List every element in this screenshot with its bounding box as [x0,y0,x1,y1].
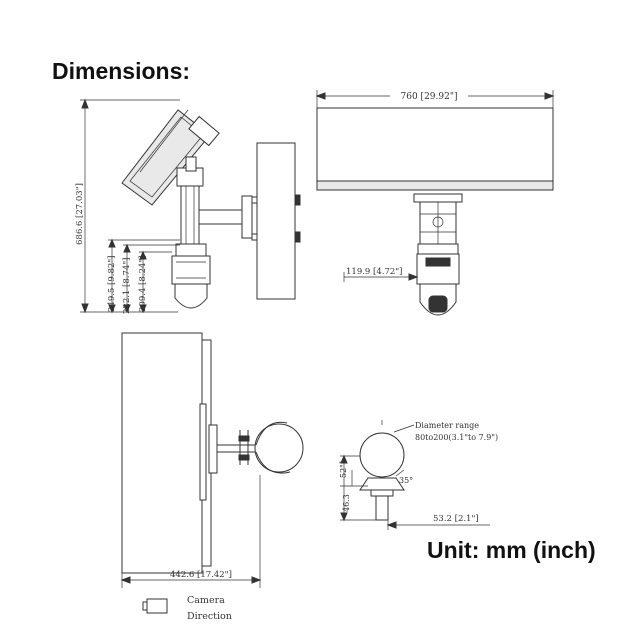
vertical-pole [180,185,200,245]
dim-height-a: 249.5 [9.82"] [107,255,117,312]
dim-angle: 35° [399,476,413,485]
dim-clamp-height-b: 52"] [339,461,348,478]
dim-height-b: 222.1 [8.74"] [122,257,132,314]
top-housing [121,332,203,574]
camera-direction-icon [142,598,168,614]
dim-height-c: 209.4 [8.24"] [138,255,148,312]
side-elevation-view: 686.6 [27.03"] 249.5 [9.82"] 222.1 [8.74… [75,98,301,314]
page-title: Dimensions: [52,58,191,84]
front-housing [316,107,554,191]
dim-bracket-offset: 119.9 [4.72"] [346,267,403,277]
dim-clamp-width: 53.2 [2.1"] [433,514,479,524]
unit-note: Unit: mm (inch) [427,537,596,563]
camera-direction-legend: Camera Direction [142,595,232,622]
clamp-pole-circle [359,432,405,478]
horizontal-arm [198,209,244,225]
legend-label-camera: Camera [187,595,225,606]
dim-clamp-height-a: 46.3 [342,494,351,512]
dim-width-top: 760 [29.92"] [401,92,458,102]
legend-label-direction: Direction [187,611,232,622]
clamp-detail-view: Diameter range 80to200(3.1"to 7.9") 35° … [339,420,498,530]
dim-total-height: 686.6 [27.03"] [75,183,85,245]
ptz-camera-body [171,255,211,285]
pole-cross-section [254,423,304,473]
diameter-range-label: Diameter range [415,421,479,430]
top-view: 442.6 [17.42"] [120,332,304,588]
dim-depth-bottom: 442.6 [17.42"] [170,570,232,580]
diameter-range-value: 80to200(3.1"to 7.9") [415,433,498,442]
mounting-post [256,142,296,300]
front-elevation-view: 760 [29.92"] 119.9 [4.72"] [315,89,555,316]
camera-collar [175,243,207,257]
